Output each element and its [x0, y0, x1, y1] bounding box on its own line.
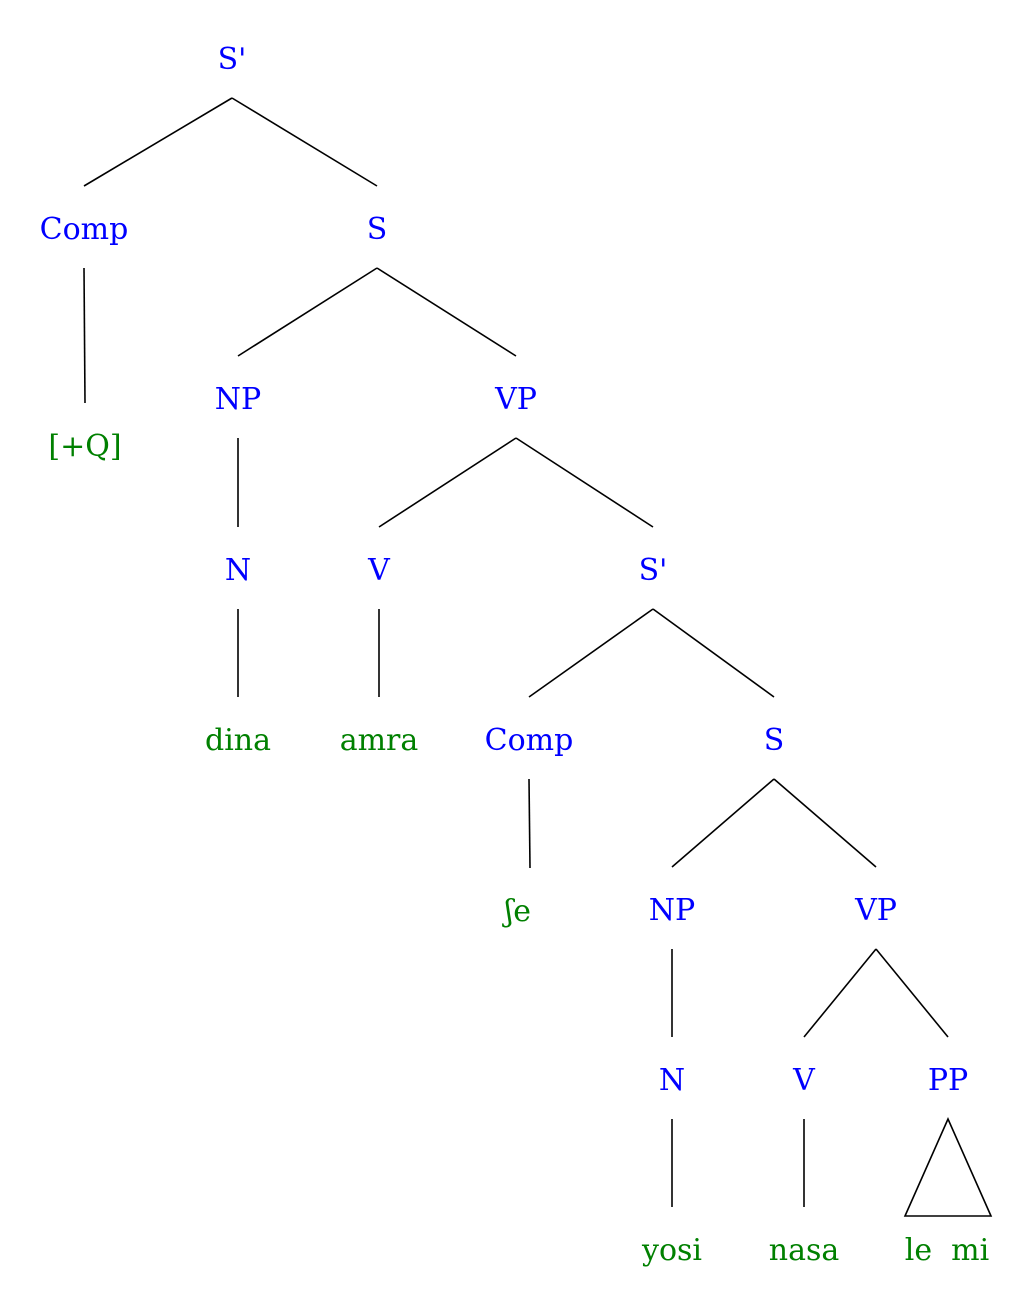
- edge-n9-n13: [652, 608, 775, 698]
- node-vp-embedded: VP: [854, 893, 897, 928]
- edge-n2-n4: [83, 267, 86, 404]
- word-yosi: yosi: [641, 1233, 702, 1268]
- node-n-embedded: N: [659, 1063, 685, 1098]
- edge-n1-n2: [83, 97, 233, 187]
- node-comp-matrix: Comp: [40, 212, 129, 247]
- node-v-embedded: V: [792, 1063, 816, 1098]
- edge-n9-n12: [528, 608, 654, 698]
- node-s-matrix: S: [367, 212, 388, 247]
- node-np-embedded: NP: [649, 893, 695, 928]
- edge-n3-n6: [376, 267, 517, 357]
- node-comp-embedded: Comp: [485, 723, 574, 758]
- edge-n6-n9: [515, 437, 654, 528]
- edge-n3-n5: [237, 267, 378, 357]
- node-s-bar-root: S': [218, 42, 247, 77]
- edge-n13-n16: [773, 778, 877, 868]
- edge-n6-n8: [378, 437, 517, 528]
- edge-n12-n14: [528, 778, 531, 869]
- word-amra: amra: [340, 723, 419, 758]
- word-dina: dina: [205, 723, 271, 758]
- tree-node-labels: S' Comp S [+Q] NP VP N V S' dina amra Co…: [40, 42, 990, 1268]
- node-s-embedded: S: [764, 723, 785, 758]
- edge-triangle-n19-n22: [903, 1117, 993, 1217]
- node-n-subject: N: [225, 553, 251, 588]
- node-s-bar-embedded: S': [639, 553, 668, 588]
- edge-n16-n18: [803, 948, 877, 1038]
- edge-n16-n19: [875, 948, 949, 1038]
- word-nasa: nasa: [769, 1233, 840, 1268]
- word-she: ʃe: [502, 894, 531, 929]
- word-plus-q: [+Q]: [48, 429, 121, 464]
- node-pp-embedded: PP: [928, 1063, 968, 1098]
- node-vp-matrix: VP: [494, 382, 537, 417]
- word-le-mi: le mi: [905, 1233, 989, 1268]
- node-v-matrix: V: [367, 553, 391, 588]
- node-np-subject: NP: [215, 382, 261, 417]
- tree-edges: [83, 97, 993, 1217]
- edge-n13-n15: [671, 778, 775, 868]
- edge-n1-n3: [231, 97, 378, 187]
